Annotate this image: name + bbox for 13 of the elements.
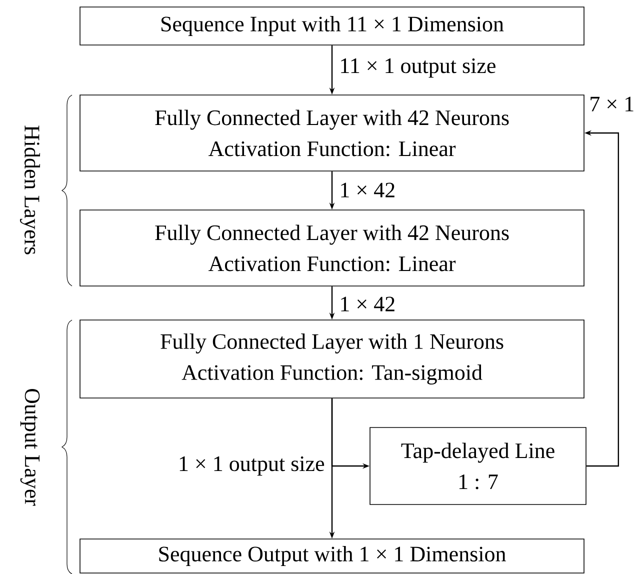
delay-box: Tap-delayed Line 1 : 7 <box>370 427 586 505</box>
layer-box: Fully Connected Layer with 1 Neurons Activation Function: Tan-sigmoid <box>80 320 584 398</box>
group-label: Hidden Layers <box>20 126 40 254</box>
layer-box: Sequence Input with 11 × 1 Dimension <box>80 6 584 46</box>
group-label: Output Layer <box>20 388 40 506</box>
layer-box: Fully Connected Layer with 42 Neurons Activation Function: Linear <box>80 210 584 286</box>
edge-label: 1 × 1 output size <box>176 455 326 477</box>
layer-box: Sequence Output with 1 × 1 Dimension <box>80 538 584 574</box>
edge-label: 1 × 42 <box>338 296 397 312</box>
layer-box: Fully Connected Layer with 42 Neurons Activation Function: Linear <box>80 94 584 172</box>
edge-label: 1 × 42 <box>338 182 397 198</box>
edge-label: 7 × 1 <box>588 96 636 112</box>
edge-label: 11 × 1 output size <box>338 57 498 79</box>
